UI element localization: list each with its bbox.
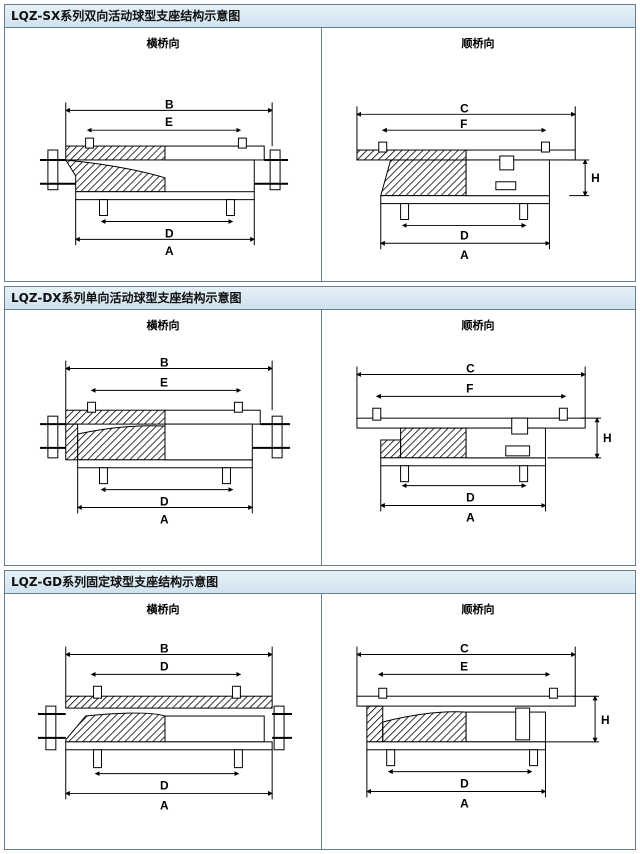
dim-a: A — [460, 248, 469, 262]
dim-b: B — [160, 356, 169, 370]
section-title: LQZ-DX系列单向活动球型支座结构示意图 — [5, 287, 635, 310]
panel-transverse: 横桥向 B E D A — [5, 309, 322, 565]
dim-f: F — [466, 381, 473, 395]
dim-d: D — [460, 776, 469, 790]
section-dx: LQZ-DX系列单向活动球型支座结构示意图 横桥向 B E — [4, 286, 636, 566]
dim-e: E — [460, 659, 468, 673]
dim-c: C — [466, 362, 475, 376]
dim-h: H — [601, 713, 610, 727]
dim-d: D — [466, 490, 475, 504]
longitudinal-drawing: C E H D A — [356, 642, 610, 810]
dim-h: H — [591, 171, 600, 185]
view-label-longitudinal: 顺桥向 — [461, 603, 495, 616]
view-label-longitudinal: 顺桥向 — [461, 319, 495, 332]
longitudinal-drawing: C F H D A — [356, 362, 612, 524]
dim-d: D — [460, 228, 469, 242]
section-title: LQZ-SX系列双向活动球型支座结构示意图 — [5, 5, 635, 28]
view-label-longitudinal: 顺桥向 — [461, 37, 495, 50]
dim-d-top: D — [160, 659, 169, 673]
panel-transverse: 横桥向 B D D A — [5, 593, 322, 849]
dim-h: H — [603, 431, 612, 445]
panel-longitudinal: 顺桥向 C F H D A — [321, 27, 635, 281]
panel-transverse: 横桥向 B E — [5, 27, 322, 281]
dim-c: C — [460, 101, 469, 115]
dim-e: E — [165, 115, 173, 129]
panel-longitudinal: 顺桥向 C F H D A — [321, 309, 635, 565]
transverse-drawing: B E D A — [39, 356, 291, 526]
view-label-transverse: 横桥向 — [146, 319, 180, 332]
dim-a: A — [160, 798, 169, 812]
view-label-transverse: 横桥向 — [146, 37, 180, 50]
dim-c: C — [460, 642, 469, 656]
dim-a: A — [460, 796, 469, 810]
dim-d: D — [160, 494, 169, 508]
section-sx: LQZ-SX系列双向活动球型支座结构示意图 横桥向 B E — [4, 4, 636, 282]
dim-d: D — [160, 778, 169, 792]
dim-f: F — [460, 117, 467, 131]
panel-longitudinal: 顺桥向 C E H D A — [321, 593, 635, 849]
view-label-transverse: 横桥向 — [146, 603, 180, 616]
dim-d: D — [165, 226, 174, 240]
transverse-drawing: B E D A — [39, 97, 289, 258]
dim-a: A — [160, 512, 169, 526]
dim-a: A — [466, 510, 475, 524]
dim-a: A — [165, 244, 174, 258]
dim-e: E — [160, 375, 168, 389]
section-title: LQZ-GD系列固定球型支座结构示意图 — [5, 571, 635, 594]
dim-b: B — [165, 97, 174, 111]
section-gd: LQZ-GD系列固定球型支座结构示意图 横桥向 B D D — [4, 570, 636, 850]
dim-b: B — [160, 642, 169, 656]
transverse-drawing: B D D A — [37, 642, 292, 812]
longitudinal-drawing: C F H D A — [356, 101, 600, 262]
